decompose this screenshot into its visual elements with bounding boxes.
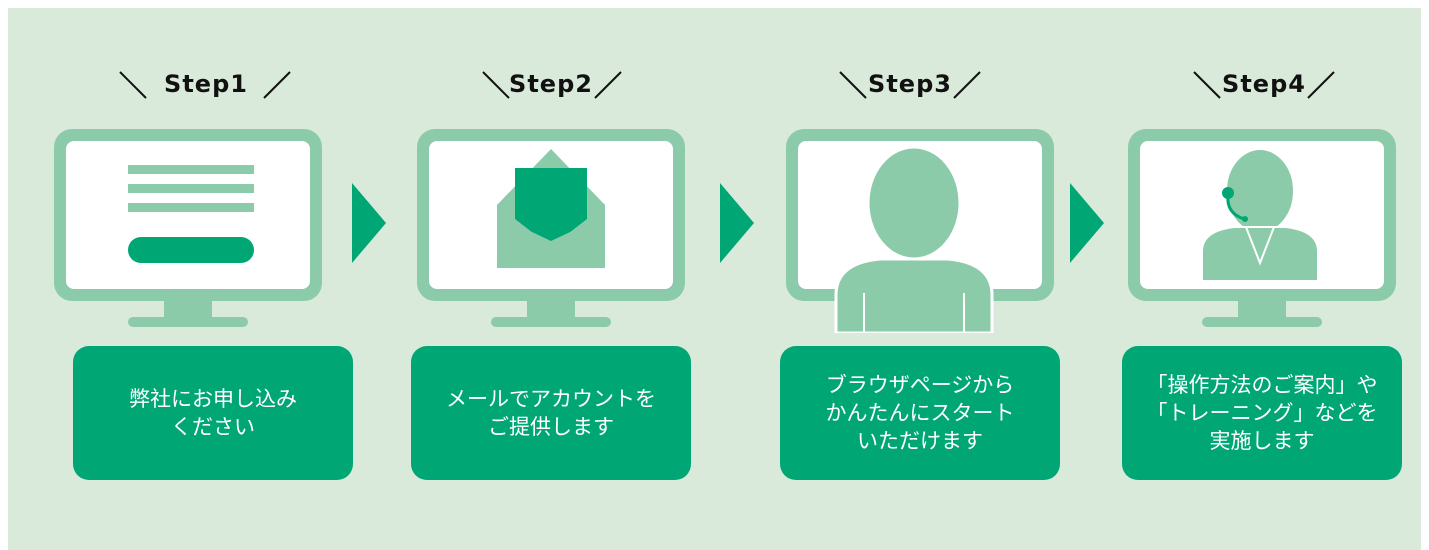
monitor-form-icon	[54, 129, 322, 327]
step-3-label: Step3	[868, 70, 952, 98]
monitor-mail-icon	[417, 129, 685, 327]
step-4-caption: 「操作方法のご案内」や 「トレーニング」などを 実施します	[1146, 373, 1378, 453]
step-heading-slashes-icon	[482, 71, 622, 99]
step-4-heading: Step4	[1122, 62, 1429, 112]
step-3-heading: Step3	[780, 62, 1120, 112]
step-heading-slashes-icon	[839, 71, 981, 99]
step-2-caption-box: メールでアカウントを ご提供します	[411, 346, 691, 480]
step-3-caption-box: ブラウザページから かんたんにスタート いただけます	[780, 346, 1060, 480]
monitor-person-icon	[786, 129, 1054, 333]
step-1-heading: Step1	[48, 62, 388, 112]
step-3-caption: ブラウザページから かんたんにスタート いただけます	[825, 373, 1015, 453]
step-1-label: Step1	[164, 70, 248, 98]
steps-panel: Step1 弊社にお申し込み ください Step2	[8, 8, 1421, 550]
step-4: Step4 「操作方法のご案内」や 「トレーニング」などを 実施します	[1122, 8, 1429, 528]
monitor-operator-icon	[1128, 129, 1396, 327]
next-arrow-icon	[720, 183, 754, 263]
next-arrow-icon	[352, 183, 386, 263]
step-1-caption: 弊社にお申し込み ください	[129, 387, 297, 439]
step-2-caption: メールでアカウントを ご提供します	[446, 387, 656, 439]
step-heading-slashes-icon	[119, 71, 291, 99]
step-heading-slashes-icon	[1193, 71, 1335, 99]
step-2: Step2 メールでアカウントを ご提供します	[411, 8, 751, 528]
step-4-caption-box: 「操作方法のご案内」や 「トレーニング」などを 実施します	[1122, 346, 1402, 480]
step-3: Step3 ブラウザページから かんたんにスタート いただけます	[780, 8, 1120, 528]
step-1: Step1 弊社にお申し込み ください	[48, 8, 388, 528]
step-4-label: Step4	[1222, 70, 1306, 98]
next-arrow-icon	[1070, 183, 1104, 263]
step-2-heading: Step2	[411, 62, 751, 112]
step-2-label: Step2	[509, 70, 593, 98]
step-1-caption-box: 弊社にお申し込み ください	[73, 346, 353, 480]
